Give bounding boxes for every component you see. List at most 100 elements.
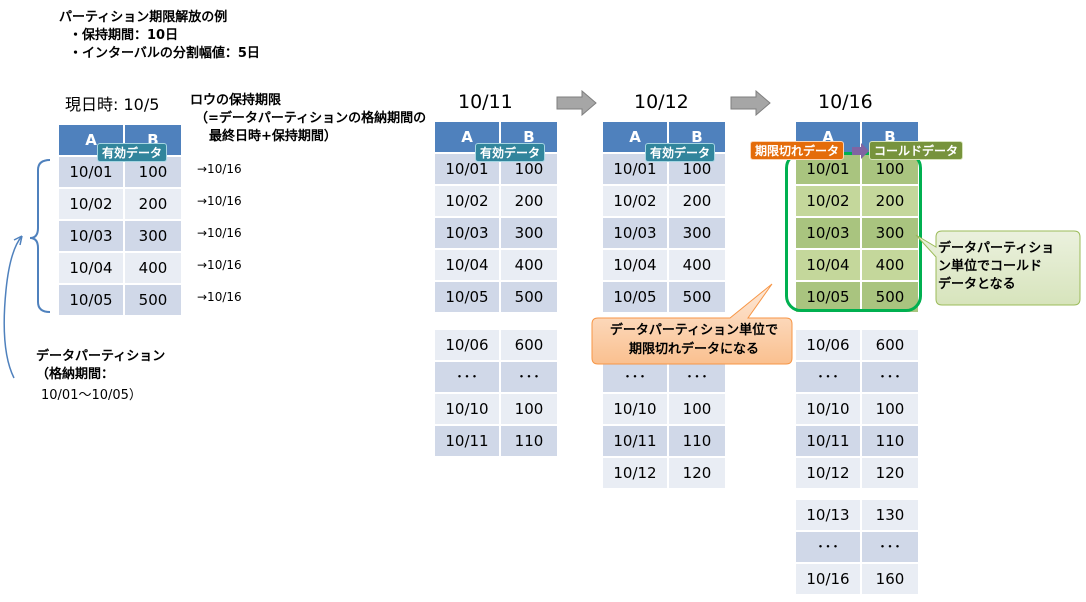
table-cell-value: 300: [861, 217, 919, 249]
table-cell-value: ･･･: [861, 361, 919, 393]
table-cell-value: 200: [861, 185, 919, 217]
row-retention-desc-1: （=データパーティションの格納期間の: [195, 111, 427, 126]
column-header-a: A: [58, 124, 124, 156]
cold-data-badge: コールドデータ: [869, 141, 964, 160]
table-cell-date: 10/13: [795, 499, 861, 531]
table-cell-date: ･･･: [602, 361, 668, 393]
table-cell-date: 10/16: [795, 563, 861, 595]
table-cell-date: 10/04: [602, 249, 668, 281]
table-cell-value: 200: [500, 185, 558, 217]
snapshot-date-3: 10/16: [818, 91, 873, 113]
table-cell-value: 110: [668, 425, 726, 457]
row-expiry-date: →10/16: [197, 258, 242, 272]
table-cell-value: 500: [124, 284, 182, 316]
table-cell-value: 100: [500, 393, 558, 425]
table-cell-date: 10/11: [434, 425, 500, 457]
table-cell-date: 10/03: [58, 220, 124, 252]
expired-to-cold-arrow: [852, 143, 869, 159]
row-expiry-date: →10/16: [197, 162, 242, 176]
partition-note-period: （格納期間：: [36, 367, 115, 382]
expired-callout-shape: [591, 283, 793, 365]
diagram-title: パーティション期限解放の例: [59, 10, 228, 25]
table-cell-date: 10/02: [58, 188, 124, 220]
row-expiry-date: →10/16: [197, 290, 242, 304]
table-cell-value: 110: [861, 425, 919, 457]
table-cell-value: 500: [668, 281, 726, 313]
row-retention-desc-2: 最終日時+保持期間）: [209, 129, 337, 144]
expired-callout-text-1: データパーティション単位で: [609, 323, 779, 338]
table-cell-date: 10/10: [434, 393, 500, 425]
table-cell-date: 10/12: [795, 457, 861, 489]
table-cell-date: 10/11: [602, 425, 668, 457]
table-cell-value: ･･･: [668, 361, 726, 393]
cold-callout-text-2: ン単位でコールド: [938, 259, 1043, 274]
expired-data-badge: 期限切れデータ: [750, 141, 845, 160]
table-cell-date: 10/03: [795, 217, 861, 249]
current-date-label: 現日時: 10/5: [65, 95, 160, 114]
partition-note-title: データパーティション: [36, 349, 166, 364]
table-cell-date: 10/06: [795, 329, 861, 361]
table-cell-value: 300: [124, 220, 182, 252]
table-cell-date: ･･･: [795, 531, 861, 563]
table-cell-date: 10/01: [58, 156, 124, 188]
table-cell-date: 10/10: [795, 393, 861, 425]
table-cell-date: 10/12: [602, 457, 668, 489]
table-cell-value: 120: [668, 457, 726, 489]
table-cell-date: 10/06: [434, 329, 500, 361]
table-cell-date: 10/04: [795, 249, 861, 281]
table-cell-date: 10/03: [602, 217, 668, 249]
row-expiry-date: →10/16: [197, 226, 242, 240]
table-cell-date: 10/02: [434, 185, 500, 217]
retention-period-note: ・保持期間：10日: [69, 28, 179, 43]
table-cell-date: 10/04: [58, 252, 124, 284]
table-cell-date: 10/05: [58, 284, 124, 316]
transition-arrow-1: [556, 90, 597, 116]
valid-data-badge-1: 有効データ: [97, 143, 168, 162]
table-cell-date: 10/02: [795, 185, 861, 217]
table-cell-date: 10/05: [434, 281, 500, 313]
table-cell-date: ･･･: [434, 361, 500, 393]
row-retention-title: ロウの保持期限: [190, 93, 282, 108]
snapshot-date-1: 10/11: [458, 91, 513, 113]
table-cell-date: 10/10: [602, 393, 668, 425]
table-cell-value: 110: [500, 425, 558, 457]
table-cell-date: 10/02: [602, 185, 668, 217]
expired-callout-text-2: 期限切れデータになる: [628, 342, 759, 357]
table-cell-value: 400: [124, 252, 182, 284]
table-cell-value: ･･･: [500, 361, 558, 393]
snapshot-date-2: 10/12: [634, 91, 689, 113]
table-cell-value: 200: [124, 188, 182, 220]
cold-callout-text-1: データパーティショ: [938, 241, 1055, 256]
table-cell-date: 10/11: [795, 425, 861, 457]
cold-partition-outline: [785, 152, 922, 312]
table-cell-value: 400: [861, 249, 919, 281]
table-cell-value: 200: [668, 185, 726, 217]
partition-note-range: 10/01～10/05）: [41, 388, 142, 403]
partition-bracket: [3, 159, 51, 379]
interval-width-note: ・インターバルの分割幅値：5日: [69, 46, 260, 61]
table-cell-date: ･･･: [795, 361, 861, 393]
table-cell-value: 100: [861, 393, 919, 425]
transition-arrow-2: [730, 90, 771, 116]
table-cell-value: 500: [500, 281, 558, 313]
row-expiry-date: →10/16: [197, 194, 242, 208]
table-cell-date: 10/03: [434, 217, 500, 249]
table-cell-value: 400: [500, 249, 558, 281]
table-cell-value: 130: [861, 499, 919, 531]
table-cell-date: 10/05: [795, 281, 861, 313]
table-cell-value: 160: [861, 563, 919, 595]
table-cell-date: 10/05: [602, 281, 668, 313]
cold-callout-shape: [915, 230, 1081, 306]
table-cell-value: 120: [861, 457, 919, 489]
valid-data-badge-3: 有効データ: [645, 143, 716, 162]
table-cell-value: 100: [668, 393, 726, 425]
table-cell-value: ･･･: [861, 531, 919, 563]
table-cell-value: 300: [668, 217, 726, 249]
table-cell-value: 300: [500, 217, 558, 249]
table-cell-value: 400: [668, 249, 726, 281]
valid-data-badge-2: 有効データ: [475, 143, 546, 162]
cold-callout-text-3: データとなる: [938, 277, 1016, 292]
table-cell-date: 10/04: [434, 249, 500, 281]
table-cell-value: 600: [861, 329, 919, 361]
